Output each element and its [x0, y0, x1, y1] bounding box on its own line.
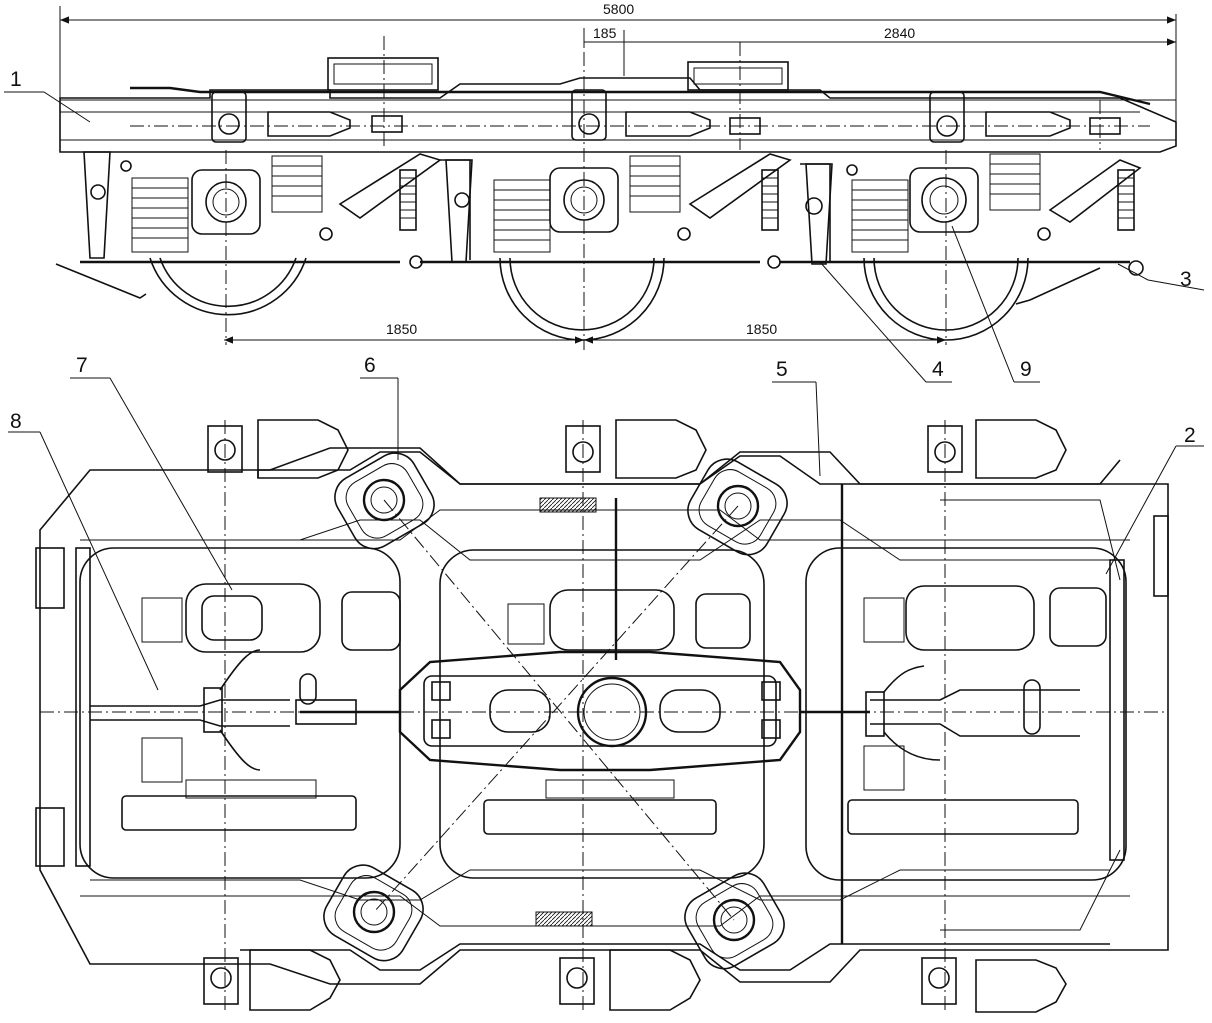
dimension-lines — [59, 6, 1177, 344]
callout-2: 2 — [1184, 424, 1196, 447]
plan-frame — [35, 447, 1169, 985]
axle-boxes — [191, 167, 979, 235]
axle-springs — [131, 153, 1041, 253]
dim-overall-length: 5800 — [603, 1, 634, 17]
dim-wheelbase-left: 1850 — [386, 321, 417, 337]
frame-couplings — [267, 111, 1121, 137]
plan-longitudinal-pipes — [90, 484, 1080, 944]
plan-brake-cylinders — [249, 419, 1067, 1013]
plan-hoses — [535, 497, 597, 927]
plan-centerlines — [40, 420, 1168, 1010]
callout-5: 5 — [776, 358, 788, 381]
plan-pipe-runs — [90, 451, 1121, 971]
side-centerlines — [130, 28, 1150, 350]
callout-4: 4 — [932, 358, 944, 381]
plan-wheelsets — [121, 779, 1079, 835]
frame-brackets — [211, 89, 965, 143]
plan-bolster — [295, 650, 870, 772]
callout-8: 8 — [10, 410, 22, 433]
dim-half-length: 2840 — [884, 25, 915, 41]
dim-wheelbase-right: 1850 — [746, 321, 777, 337]
side-wheels — [149, 257, 1029, 341]
plan-pivots — [323, 452, 788, 970]
callout-1: 1 — [10, 68, 22, 91]
callout-6: 6 — [364, 354, 376, 377]
brake-rigging — [55, 151, 1144, 305]
bogie-plan-view — [35, 419, 1169, 1013]
bogie-side-view — [55, 28, 1177, 350]
callout-3: 3 — [1180, 268, 1192, 291]
side-bolts — [90, 160, 1051, 241]
side-frame — [59, 57, 1177, 153]
callout-7: 7 — [76, 354, 88, 377]
dim-offset: 185 — [593, 25, 617, 41]
callout-leaders — [4, 91, 1205, 691]
callout-9: 9 — [1020, 358, 1032, 381]
